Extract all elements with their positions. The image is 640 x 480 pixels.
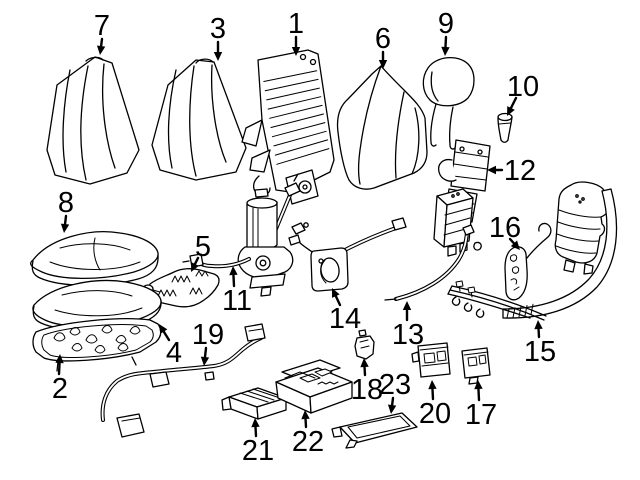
callout-arrowhead-8 (60, 223, 70, 233)
callout-number-22: 22 (292, 426, 324, 458)
callout-number-5: 5 (195, 231, 211, 263)
callout-arrowhead-11 (229, 266, 238, 276)
part-3-seat-back-pad-drawing (151, 58, 247, 181)
part-21-module-drawing (221, 387, 287, 420)
callout-leader-line-19 (203, 346, 208, 359)
callout-number-1: 1 (288, 8, 304, 40)
callout-arrowhead-2 (55, 354, 64, 364)
callout-number-7: 7 (94, 10, 110, 42)
callout-number-19: 19 (192, 319, 224, 351)
callout-leader-line-4 (162, 330, 171, 342)
callout-arrowhead-10 (507, 106, 515, 116)
part-2-spring-frame-drawing (32, 318, 162, 372)
callout-number-10: 10 (507, 71, 539, 103)
callout-arrowhead-19 (200, 356, 210, 366)
callout-leader-line-5 (193, 256, 200, 266)
callout-leader-line-16 (508, 237, 516, 245)
callout-arrowhead-16 (510, 240, 520, 250)
callout-number-11: 11 (222, 285, 252, 317)
callout-number-9: 9 (438, 8, 454, 40)
callout-arrowhead-12 (487, 165, 496, 175)
part-10-guide-sleeve-drawing (497, 112, 513, 143)
callout-number-4: 4 (166, 337, 182, 369)
callout-number-8: 8 (58, 187, 74, 219)
part-20-seat-switch-drawing (411, 342, 451, 378)
callout-arrowhead-15 (534, 320, 543, 330)
callout-arrowhead-17 (474, 380, 483, 390)
callout-arrowhead-9 (441, 46, 450, 56)
callout-arrowhead-23 (387, 404, 397, 414)
callout-leader-line-17 (477, 387, 481, 402)
callout-number-21: 21 (242, 435, 274, 467)
callout-number-23: 23 (379, 369, 411, 401)
callout-leader-line-23 (390, 396, 395, 407)
part-16-lumbar-strip-drawing (504, 222, 552, 301)
callout-number-12: 12 (504, 155, 536, 187)
callout-leader-line-9 (444, 35, 448, 49)
callout-number-16: 16 (489, 212, 521, 244)
callout-number-18: 18 (351, 374, 383, 406)
callout-leader-line-10 (509, 96, 518, 110)
part-1-seat-back-frame-drawing (241, 49, 335, 205)
callout-number-2: 2 (52, 373, 68, 405)
part-23-tray-drawing (331, 412, 418, 449)
part-13-cable-drawing (384, 224, 482, 301)
callout-number-15: 15 (524, 336, 556, 368)
callout-arrowhead-5 (191, 262, 199, 272)
callout-arrowhead-13 (402, 301, 412, 310)
center-module-drawing (433, 188, 474, 257)
callout-leader-line-20 (431, 387, 435, 401)
callout-leader-line-21 (254, 425, 258, 438)
part-11-motor-drawing (182, 173, 301, 297)
part-6-seat-back-cover-drawing (336, 65, 428, 190)
part-9-headrest-drawing (422, 57, 475, 150)
part-7-seat-back-pad-drawing (46, 56, 140, 185)
callout-arrowhead-7 (96, 45, 106, 55)
part-17-seat-switch-drawing (461, 347, 491, 385)
callout-leader-line-14 (334, 294, 342, 307)
callout-arrowhead-4 (159, 324, 168, 334)
callout-arrowhead-1 (291, 47, 301, 56)
part-18-connector-drawing (354, 329, 375, 360)
callout-arrowhead-22 (301, 410, 310, 420)
part-22-module-drawing (275, 359, 353, 414)
part-8-seat-cushion-drawing (30, 231, 159, 286)
callout-number-6: 6 (375, 23, 391, 55)
callout-arrowhead-18 (360, 358, 369, 368)
right-lumbar-module-drawing (554, 181, 611, 275)
callout-arrowhead-20 (428, 380, 437, 390)
callout-arrowhead-21 (251, 418, 260, 428)
callout-number-14: 14 (329, 303, 361, 335)
callout-arrowhead-14 (332, 288, 340, 298)
callout-number-17: 17 (465, 399, 497, 431)
callout-number-13: 13 (392, 319, 424, 351)
callout-leader-line-8 (63, 214, 68, 226)
callout-leader-line-11 (232, 273, 236, 288)
callout-leader-line-7 (99, 37, 104, 48)
callout-arrowhead-6 (378, 60, 388, 69)
callout-number-20: 20 (419, 398, 451, 430)
callout-number-3: 3 (210, 13, 226, 45)
part-14-control-unit-drawing (288, 217, 407, 292)
callout-leader-line-2 (57, 361, 61, 376)
part-19-wiring-harness-drawing (100, 323, 266, 438)
callout-arrowhead-3 (213, 52, 223, 61)
wire-ribbon-drawing (447, 280, 547, 321)
